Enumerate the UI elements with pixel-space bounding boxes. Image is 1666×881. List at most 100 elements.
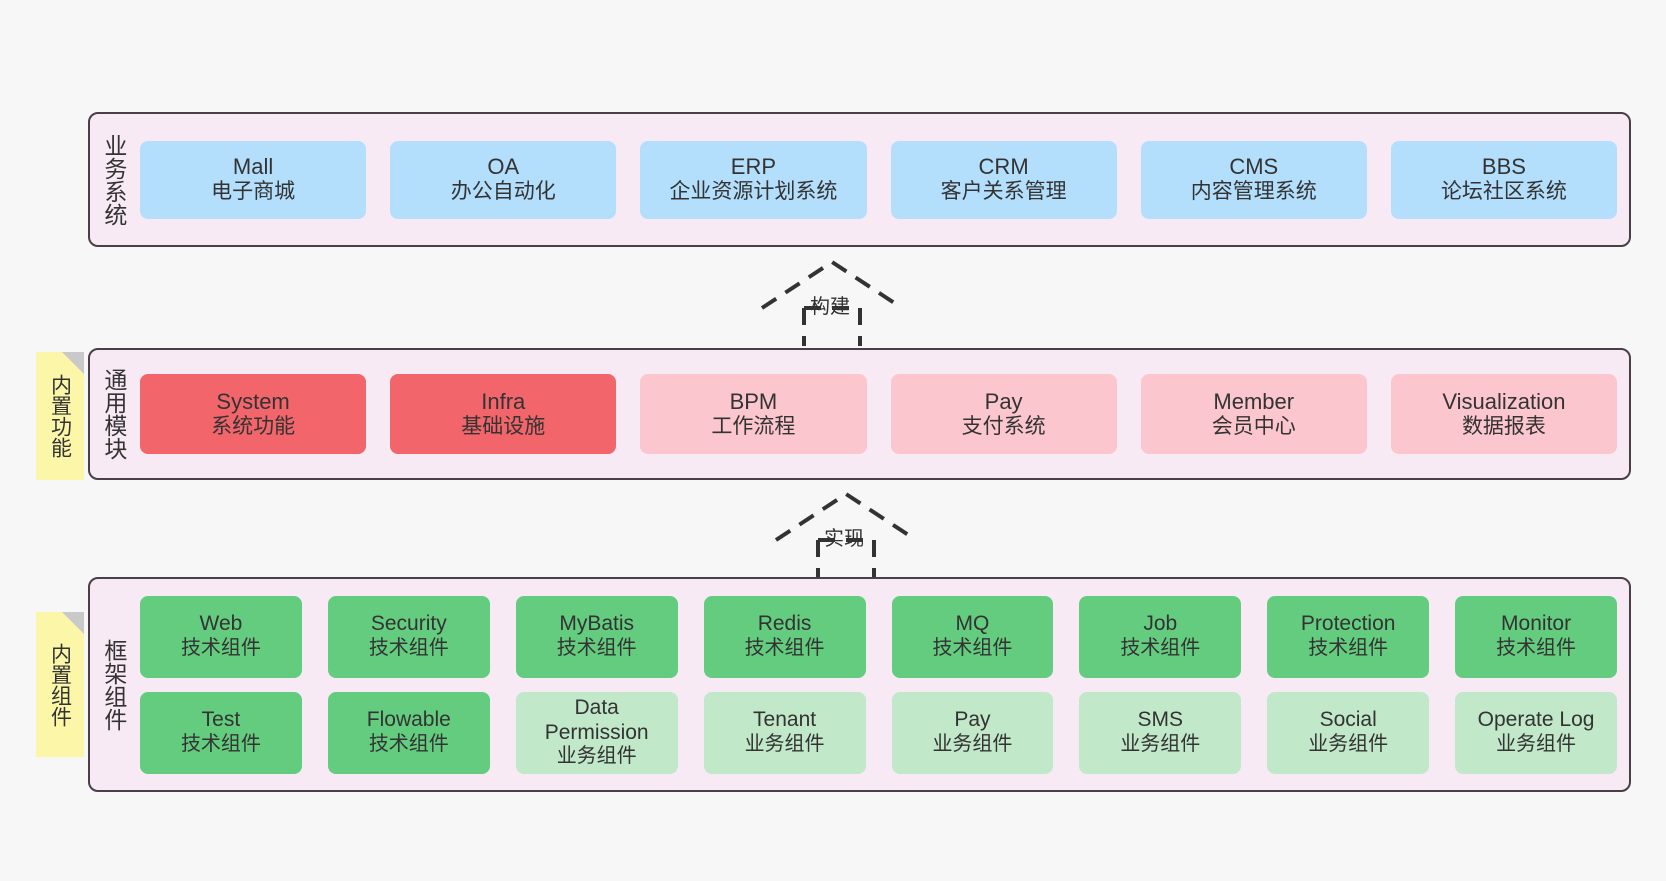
node-infra-en: Infra bbox=[481, 388, 526, 414]
node-mall[interactable]: Mall 电子商城 bbox=[140, 140, 367, 219]
node-sms-cn: 业务组件 bbox=[1120, 733, 1201, 756]
business-row: Mall 电子商城 OA 办公自动化 ERP 企业资源计划系统 CRM 客户关系… bbox=[140, 140, 1618, 219]
node-mq[interactable]: MQ 技术组件 bbox=[891, 595, 1054, 678]
layer-modules-body: System 系统功能 Infra 基础设施 BPM 工作流程 Pay 支付系统… bbox=[136, 350, 1629, 478]
sticky-fold-icon bbox=[62, 352, 84, 374]
node-security-en: Security bbox=[370, 612, 447, 636]
node-social-cn: 业务组件 bbox=[1308, 733, 1389, 756]
node-pay-component-en: Pay bbox=[954, 708, 991, 732]
sticky-note-builtin-functions: 内置功能 bbox=[36, 352, 84, 480]
node-bbs[interactable]: BBS 论坛社区系统 bbox=[1390, 140, 1618, 219]
node-social[interactable]: Social 业务组件 bbox=[1267, 691, 1430, 774]
node-member-cn: 会员中心 bbox=[1211, 414, 1296, 438]
node-oa-en: OA bbox=[487, 154, 520, 180]
layer-business-systems: 业务系统 Mall 电子商城 OA 办公自动化 ERP 企业资源计划系统 CRM… bbox=[88, 112, 1631, 247]
node-flowable[interactable]: Flowable 技术组件 bbox=[327, 691, 490, 774]
node-oa-cn: 办公自动化 bbox=[450, 180, 556, 204]
layer-business-body: Mall 电子商城 OA 办公自动化 ERP 企业资源计划系统 CRM 客户关系… bbox=[136, 114, 1629, 245]
arrow-build: 构建 bbox=[752, 258, 912, 346]
node-bbs-en: BBS bbox=[1481, 154, 1526, 180]
node-job-en: Job bbox=[1143, 612, 1178, 636]
node-pay-module[interactable]: Pay 支付系统 bbox=[890, 374, 1117, 454]
node-infra-cn: 基础设施 bbox=[461, 414, 546, 438]
node-test-en: Test bbox=[201, 708, 241, 732]
node-redis-en: Redis bbox=[757, 612, 812, 636]
node-monitor[interactable]: Monitor 技术组件 bbox=[1455, 595, 1617, 678]
node-erp[interactable]: ERP 企业资源计划系统 bbox=[640, 140, 867, 219]
node-cms[interactable]: CMS 内容管理系统 bbox=[1140, 140, 1367, 219]
node-system-cn: 系统功能 bbox=[211, 414, 296, 438]
arrow-build-shape bbox=[760, 259, 904, 346]
node-cms-en: CMS bbox=[1229, 154, 1279, 180]
arrow-implement: 实现 bbox=[766, 490, 926, 578]
node-test-cn: 技术组件 bbox=[180, 733, 261, 756]
node-mall-en: Mall bbox=[232, 154, 274, 180]
node-security[interactable]: Security 技术组件 bbox=[327, 595, 490, 678]
node-member-en: Member bbox=[1213, 388, 1295, 414]
arrow-build-label: 构建 bbox=[810, 296, 850, 318]
layer-framework-components: 框架组件 Web 技术组件 Security 技术组件 MyBatis 技术组件… bbox=[88, 577, 1631, 792]
node-protection[interactable]: Protection 技术组件 bbox=[1267, 595, 1430, 678]
node-crm-en: CRM bbox=[978, 154, 1029, 180]
node-monitor-en: Monitor bbox=[1501, 612, 1572, 636]
node-pay-module-en: Pay bbox=[984, 388, 1023, 414]
node-job-cn: 技术组件 bbox=[1120, 637, 1201, 660]
node-data-permission[interactable]: Data Permission 业务组件 bbox=[515, 691, 678, 774]
node-erp-cn: 企业资源计划系统 bbox=[669, 180, 838, 204]
node-visualization[interactable]: Visualization 数据报表 bbox=[1390, 374, 1618, 454]
arrow-implement-label: 实现 bbox=[824, 528, 864, 550]
node-member[interactable]: Member 会员中心 bbox=[1140, 374, 1367, 454]
node-operate-log[interactable]: Operate Log 业务组件 bbox=[1455, 691, 1617, 774]
node-tenant-en: Tenant bbox=[753, 708, 817, 732]
node-oa[interactable]: OA 办公自动化 bbox=[390, 140, 617, 219]
node-visualization-cn: 数据报表 bbox=[1461, 414, 1546, 438]
node-monitor-cn: 技术组件 bbox=[1496, 637, 1577, 660]
node-pay-component[interactable]: Pay 业务组件 bbox=[891, 691, 1054, 774]
node-web-en: Web bbox=[199, 612, 243, 636]
node-operate-log-en: Operate Log bbox=[1477, 708, 1595, 732]
layer-business-title: 业务系统 bbox=[100, 133, 127, 226]
node-data-permission-en: Data Permission bbox=[544, 695, 649, 744]
node-tenant-cn: 业务组件 bbox=[744, 733, 825, 756]
node-social-en: Social bbox=[1319, 708, 1377, 732]
arrow-implement-shape bbox=[774, 491, 918, 578]
sticky-note-builtin-functions-label: 内置功能 bbox=[48, 374, 72, 458]
node-bbs-cn: 论坛社区系统 bbox=[1440, 180, 1567, 204]
node-mq-cn: 技术组件 bbox=[932, 637, 1013, 660]
node-mall-cn: 电子商城 bbox=[211, 180, 296, 204]
node-web-cn: 技术组件 bbox=[180, 637, 261, 660]
node-system[interactable]: System 系统功能 bbox=[140, 374, 367, 454]
node-flowable-en: Flowable bbox=[366, 708, 451, 732]
node-infra[interactable]: Infra 基础设施 bbox=[390, 374, 617, 454]
node-bpm-en: BPM bbox=[729, 388, 778, 414]
node-data-permission-cn: 业务组件 bbox=[556, 745, 637, 768]
framework-row-top: Web 技术组件 Security 技术组件 MyBatis 技术组件 Redi… bbox=[140, 595, 1617, 678]
node-operate-log-cn: 业务组件 bbox=[1496, 733, 1577, 756]
node-sms[interactable]: SMS 业务组件 bbox=[1079, 691, 1242, 774]
node-test[interactable]: Test 技术组件 bbox=[140, 691, 302, 774]
node-redis[interactable]: Redis 技术组件 bbox=[703, 595, 866, 678]
node-flowable-cn: 技术组件 bbox=[368, 733, 449, 756]
node-mybatis-cn: 技术组件 bbox=[556, 637, 637, 660]
node-cms-cn: 内容管理系统 bbox=[1190, 180, 1317, 204]
node-security-cn: 技术组件 bbox=[368, 637, 449, 660]
layer-common-modules: 通用模块 System 系统功能 Infra 基础设施 BPM 工作流程 Pay… bbox=[88, 348, 1631, 480]
node-system-en: System bbox=[216, 388, 290, 414]
node-job[interactable]: Job 技术组件 bbox=[1079, 595, 1242, 678]
modules-row: System 系统功能 Infra 基础设施 BPM 工作流程 Pay 支付系统… bbox=[140, 374, 1618, 454]
framework-row-bottom: Test 技术组件 Flowable 技术组件 Data Permission … bbox=[140, 691, 1617, 774]
node-mybatis[interactable]: MyBatis 技术组件 bbox=[515, 595, 678, 678]
node-erp-en: ERP bbox=[730, 154, 777, 180]
node-crm[interactable]: CRM 客户关系管理 bbox=[890, 140, 1117, 219]
sticky-note-builtin-components: 内置组件 bbox=[36, 612, 84, 757]
node-bpm[interactable]: BPM 工作流程 bbox=[640, 374, 867, 454]
sticky-note-builtin-components-label: 内置组件 bbox=[48, 642, 72, 727]
node-pay-module-cn: 支付系统 bbox=[961, 414, 1046, 438]
node-web[interactable]: Web 技术组件 bbox=[140, 595, 302, 678]
node-tenant[interactable]: Tenant 业务组件 bbox=[703, 691, 866, 774]
node-protection-en: Protection bbox=[1300, 612, 1396, 636]
node-mq-en: MQ bbox=[955, 612, 990, 636]
node-bpm-cn: 工作流程 bbox=[711, 414, 796, 438]
sticky-fold-icon bbox=[62, 612, 84, 634]
